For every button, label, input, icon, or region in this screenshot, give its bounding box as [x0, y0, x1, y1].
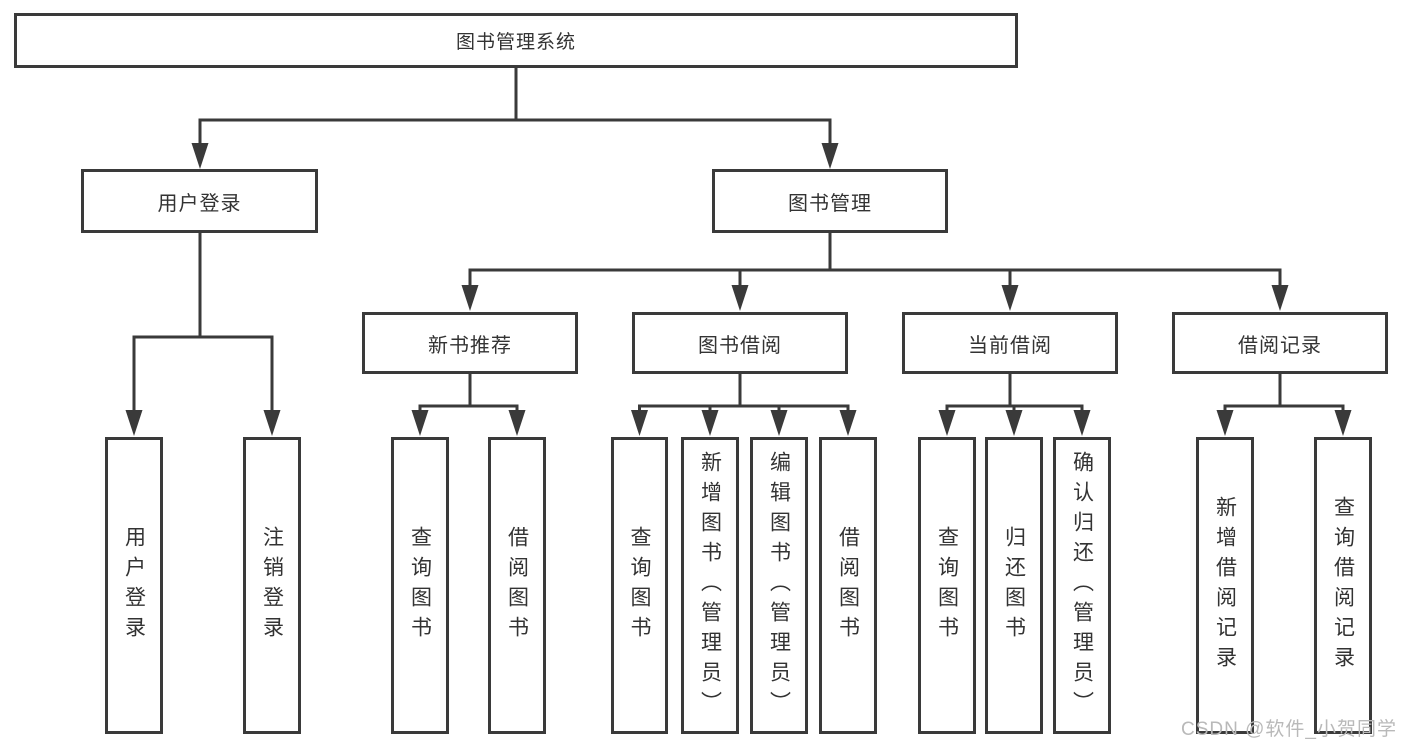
- node-label: 新增图书（管理员）: [698, 450, 722, 721]
- node-label: 归还图书: [1002, 525, 1026, 646]
- node-label: 编辑图书（管理员）: [767, 450, 791, 721]
- leaf-query-books-3: 查询图书: [918, 437, 976, 734]
- arrowhead-icon: [1216, 410, 1234, 436]
- arrowhead-icon: [631, 410, 648, 436]
- node-label: 新增借阅记录: [1213, 495, 1237, 676]
- arrowhead-icon: [701, 410, 719, 436]
- node-book-management: 图书管理: [712, 169, 948, 233]
- node-label: 查询借阅记录: [1331, 495, 1355, 676]
- node-current-borrowing: 当前借阅: [902, 312, 1118, 374]
- node-label: 借阅图书: [505, 525, 529, 646]
- node-label: 用户登录: [157, 192, 242, 215]
- arrowhead-icon: [1005, 410, 1023, 436]
- arrowhead-icon: [839, 410, 857, 436]
- leaf-edit-books-admin: 编辑图书（管理员）: [750, 437, 808, 734]
- node-label: 用户登录: [122, 525, 146, 646]
- node-label: 图书管理: [788, 192, 872, 215]
- leaf-return-books: 归还图书: [985, 437, 1043, 734]
- node-book-borrowing: 图书借阅: [632, 312, 848, 374]
- node-label: 借阅图书: [836, 525, 860, 646]
- arrowhead-icon: [1073, 410, 1091, 436]
- arrowhead-icon: [263, 410, 281, 436]
- node-label: 当前借阅: [968, 334, 1052, 357]
- node-label: 确认归还（管理员）: [1070, 450, 1094, 721]
- node-library-management-system: 图书管理系统: [14, 13, 1018, 68]
- leaf-add-borrow-record: 新增借阅记录: [1196, 437, 1254, 734]
- node-label: 注销登录: [260, 525, 284, 646]
- arrowhead-icon: [1001, 285, 1019, 311]
- leaf-borrow-books-2: 借阅图书: [819, 437, 877, 734]
- leaf-logout: 注销登录: [243, 437, 301, 734]
- node-label: 查询图书: [408, 525, 432, 646]
- arrowhead-icon: [1271, 285, 1289, 311]
- leaf-borrow-books-1: 借阅图书: [488, 437, 546, 734]
- leaf-query-borrow-record: 查询借阅记录: [1314, 437, 1372, 734]
- arrowhead-icon: [461, 285, 479, 311]
- leaf-query-books-1: 查询图书: [391, 437, 449, 734]
- node-label: 图书管理系统: [455, 32, 576, 53]
- csdn-watermark: CSDN @软件_小贺同学: [1181, 719, 1397, 740]
- node-label: 查询图书: [628, 525, 651, 646]
- node-new-book-recommendation: 新书推荐: [362, 312, 578, 374]
- leaf-query-books-2: 查询图书: [611, 437, 668, 734]
- arrowhead-icon: [821, 143, 839, 169]
- arrowhead-icon: [125, 410, 143, 436]
- node-label: 查询图书: [935, 525, 959, 646]
- arrowhead-icon: [411, 410, 429, 436]
- leaf-confirm-return-admin: 确认归还（管理员）: [1053, 437, 1111, 734]
- node-label: 借阅记录: [1238, 334, 1322, 357]
- node-borrowing-records: 借阅记录: [1172, 312, 1388, 374]
- arrowhead-icon: [191, 143, 209, 169]
- node-label: 新书推荐: [428, 334, 512, 357]
- leaf-user-login: 用户登录: [105, 437, 163, 734]
- node-label: 图书借阅: [698, 334, 782, 357]
- arrowhead-icon: [508, 410, 526, 436]
- arrowhead-icon: [1334, 410, 1352, 436]
- arrowhead-icon: [731, 285, 749, 311]
- leaf-add-books-admin: 新增图书（管理员）: [681, 437, 739, 734]
- arrowhead-icon: [770, 410, 788, 436]
- node-user-login: 用户登录: [81, 169, 318, 233]
- arrowhead-icon: [938, 410, 956, 436]
